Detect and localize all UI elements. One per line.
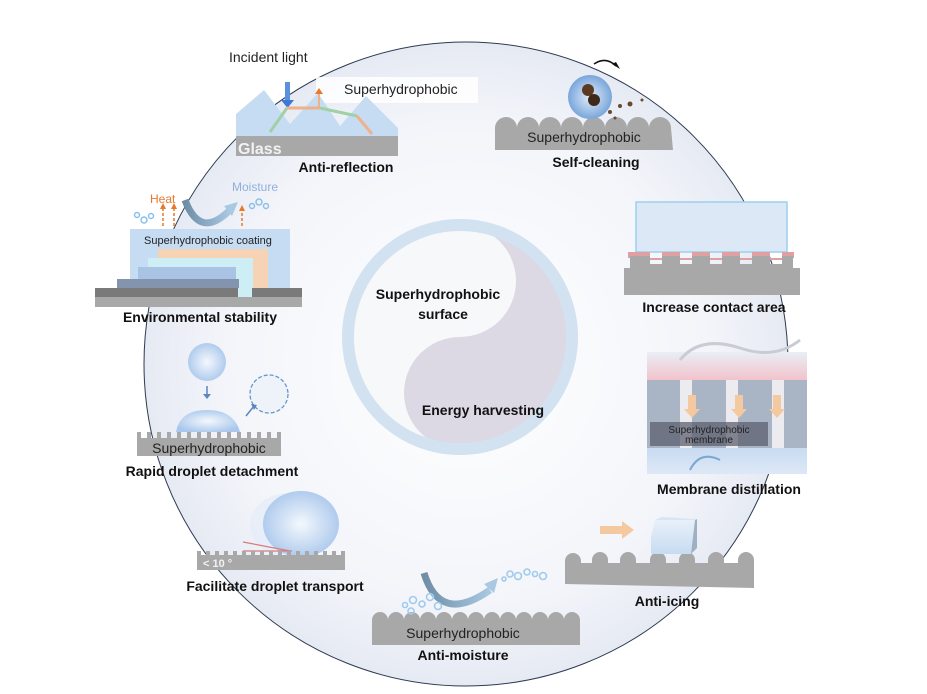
membrane-label-line2: membrane: [685, 435, 733, 446]
self-cleaning-layer-label: Superhydrophobic: [527, 129, 641, 145]
incident-arrow-icon: [285, 82, 290, 100]
moisture-label: Moisture: [232, 180, 278, 194]
push-arrow-icon: [600, 526, 622, 534]
center-energy-harvesting: Energy harvesting: [422, 402, 544, 418]
anti-moisture-layer-label: Superhydrophobic: [406, 625, 520, 641]
environmental-stability-title: Environmental stability: [123, 309, 277, 325]
panel-facilitate-droplet-transport: [197, 491, 345, 570]
rotation-arrow-icon: [593, 59, 617, 67]
panel-anti-reflection: [236, 77, 478, 156]
center-title-line2: surface: [418, 306, 468, 322]
rapid-droplet-detachment-title: Rapid droplet detachment: [126, 463, 299, 479]
rapid-detachment-layer-label: Superhydrophobic: [152, 440, 266, 456]
falling-droplet-icon: [188, 343, 226, 381]
coating-label: Superhydrophobic coating: [144, 235, 272, 247]
center-yin-yang: [342, 219, 578, 455]
panel-self-cleaning: [495, 59, 673, 150]
contact-angle-label: < 10 °: [203, 558, 232, 570]
panel-increase-contact-area: [624, 201, 800, 295]
increase-contact-area-title: Increase contact area: [642, 299, 785, 315]
moisture-repel-arrow-icon: [420, 571, 493, 608]
moisture-arc-arrow-icon: [181, 198, 233, 227]
membrane-label-line1: Superhydrophobic: [668, 425, 749, 436]
heat-label: Heat: [150, 192, 176, 206]
incident-light-label: Incident light: [229, 49, 308, 65]
anti-moisture-title: Anti-moisture: [418, 647, 509, 663]
anti-reflection-title: Anti-reflection: [299, 159, 394, 175]
glass-label: Glass: [238, 141, 282, 158]
anti-icing-title: Anti-icing: [635, 593, 700, 609]
facilitate-droplet-transport-title: Facilitate droplet transport: [186, 578, 364, 594]
panel-rapid-droplet-detachment: [137, 343, 289, 456]
anti-reflection-layer-label: Superhydrophobic: [344, 81, 458, 97]
panel-anti-moisture: [372, 568, 580, 645]
membrane-distillation-title: Membrane distillation: [657, 481, 801, 497]
panel-environmental-stability: [95, 198, 302, 307]
ice-cube-icon: [651, 520, 695, 554]
center-title-line1: Superhydrophobic: [376, 286, 501, 302]
self-cleaning-title: Self-cleaning: [552, 154, 639, 170]
panel-anti-icing: [565, 517, 754, 588]
panel-membrane-distillation: [647, 338, 807, 474]
